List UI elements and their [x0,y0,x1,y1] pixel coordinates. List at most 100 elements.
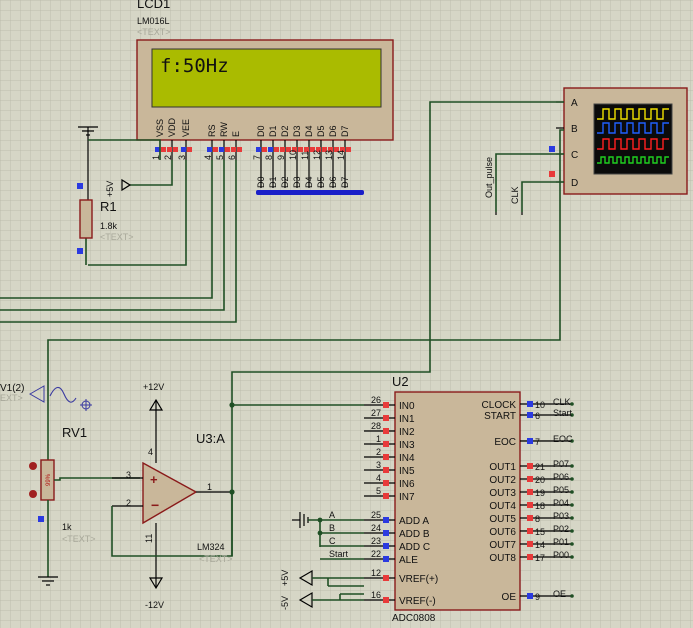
adc-pin-num-10: 10 [535,400,545,410]
opamp-pin-out: 1 [207,482,212,492]
adc-pin-num-15: 15 [535,527,545,537]
opamp-pin-vee: 11 [144,534,154,543]
rv1-ref: RV1 [62,425,87,440]
lcd-screen [151,48,382,108]
adc-component[interactable]: U2 26IN027IN128IN21IN32IN43IN54IN65IN725… [364,374,574,624]
lcd-pin-name-d2: D2 [280,125,290,137]
lcd-bus-label-d0: D0 [256,176,266,188]
adc-pin-num-17: 17 [535,553,545,563]
adc-pin-num-2: 2 [376,447,381,457]
signal-generator[interactable]: V1(2) EXT> [0,383,92,411]
rv1-value: 1k [62,522,72,532]
probe-label-clk: CLK [510,186,520,204]
lcd-pin-number-5: 5 [215,155,225,160]
adc-pin-in2: IN2 [399,427,415,438]
adc-net-p00: P00 [553,550,569,560]
scope-trace-3 [597,138,669,150]
adc-pin-in0: IN0 [399,401,415,412]
opamp-adc-wiring [229,101,564,556]
adc-pin-num-27: 27 [371,408,381,418]
oscilloscope-traces [597,108,669,164]
adc-net-p04: P04 [553,498,569,508]
rv1-inc-button[interactable] [29,462,37,470]
adc-pin-ale: ALE [399,555,418,566]
adc-pin-num-23: 23 [371,536,381,546]
lcd-bus-label-d6: D6 [328,176,338,188]
adc-pin-in4: IN4 [399,453,415,464]
lcd-pin-name-d7: D7 [340,125,350,137]
adc-pin-start: START [484,411,516,422]
opamp-vminus: -12V [145,600,164,610]
adc-body [394,391,521,611]
opamp-plus-sign: + [150,472,158,487]
lcd-pin-number-1: 1 [151,155,161,160]
lcd-pin-name-vdd: VDD [167,117,177,137]
lcd-bus-label-d5: D5 [316,176,326,188]
lcd-pin-name-d4: D4 [304,125,314,137]
opamp-component[interactable]: +12V 4 + − 11 -12V 3 2 1 U3:A LM324 <TEX… [111,382,233,610]
oscilloscope-wiring [47,129,564,432]
scope-trace-2 [597,122,669,134]
lcd-pin-name-rs: RS [207,124,217,137]
lcd-pin-number-2: 2 [163,155,173,160]
adc-pin-add-a: ADD A [399,516,429,527]
adc-pin-out1: OUT1 [489,462,516,473]
lcd-pin-name-e: E [231,131,241,137]
scope-channel-a: A [571,98,578,109]
lcd-pin-name-vee: VEE [181,119,191,137]
adc-net-p02: P02 [553,524,569,534]
lcd-pin-name-d1: D1 [268,125,278,137]
adc-pin-out8: OUT8 [489,553,516,564]
lcd-bus-label-d3: D3 [292,176,302,188]
addr-net-b: B [329,523,335,533]
opamp-vplus: +12V [143,382,164,392]
adc-pin-out2: OUT2 [489,475,516,486]
adc-pin-in6: IN6 [399,479,415,490]
opamp-pin-inn: 2 [126,498,131,508]
rv1-dec-button[interactable] [29,490,37,498]
adc-pin-num-25: 25 [371,510,381,520]
opamp-ref: U3:A [196,431,225,446]
adc-pin-num-7: 7 [535,437,540,447]
adc-pin-num-6: 6 [535,411,540,421]
adc-net-p07: P07 [553,459,569,469]
adc-pin-eoc: EOC [494,437,516,448]
adc-net-clk: CLK [553,397,571,407]
adc-pin-num-3: 3 [376,460,381,470]
adc-pin-in5: IN5 [399,466,415,477]
adc-pin-num-1: 1 [376,434,381,444]
scope-channel-d: D [571,178,578,189]
adc-pin-oe: OE [502,592,517,603]
supply-arrow-r1 [121,178,132,192]
addr-net-c: C [329,536,336,546]
lcd-wiring [0,126,237,323]
lcd-pin-number-11: 11 [300,151,310,160]
lcd-pin-name-d3: D3 [292,125,302,137]
adc-pin-out4: OUT4 [489,501,516,512]
lcd-bus-label-d1: D1 [268,176,278,188]
adc-pin-num-12: 12 [371,568,381,578]
rv1-component[interactable]: RV1 99% 1k <TEXT> [29,425,140,586]
rv1-percent: 99% [46,473,52,486]
adc-net-eoc: EOC [553,434,573,444]
r1-component[interactable]: R1 1.8k <TEXT> +5V [77,181,134,265]
adc-net-p05: P05 [553,485,569,495]
adc-left-pins: 26IN027IN128IN21IN32IN43IN54IN65IN725ADD… [364,395,438,607]
lcd-bus-label-d2: D2 [280,176,290,188]
lcd-pin-number-12: 12 [312,150,322,160]
addr-net-a: A [329,510,335,520]
lcd-bus-label-d4: D4 [304,176,314,188]
r1-ref: R1 [100,199,117,214]
opamp-text-placeholder: <TEXT> [199,554,233,564]
adc-pin-num-8: 8 [535,514,540,524]
lcd-text-placeholder: <TEXT> [137,27,171,37]
r1-body [79,199,93,239]
adc-pin-add-b: ADD B [399,529,430,540]
adc-net-start: Start [553,408,573,418]
